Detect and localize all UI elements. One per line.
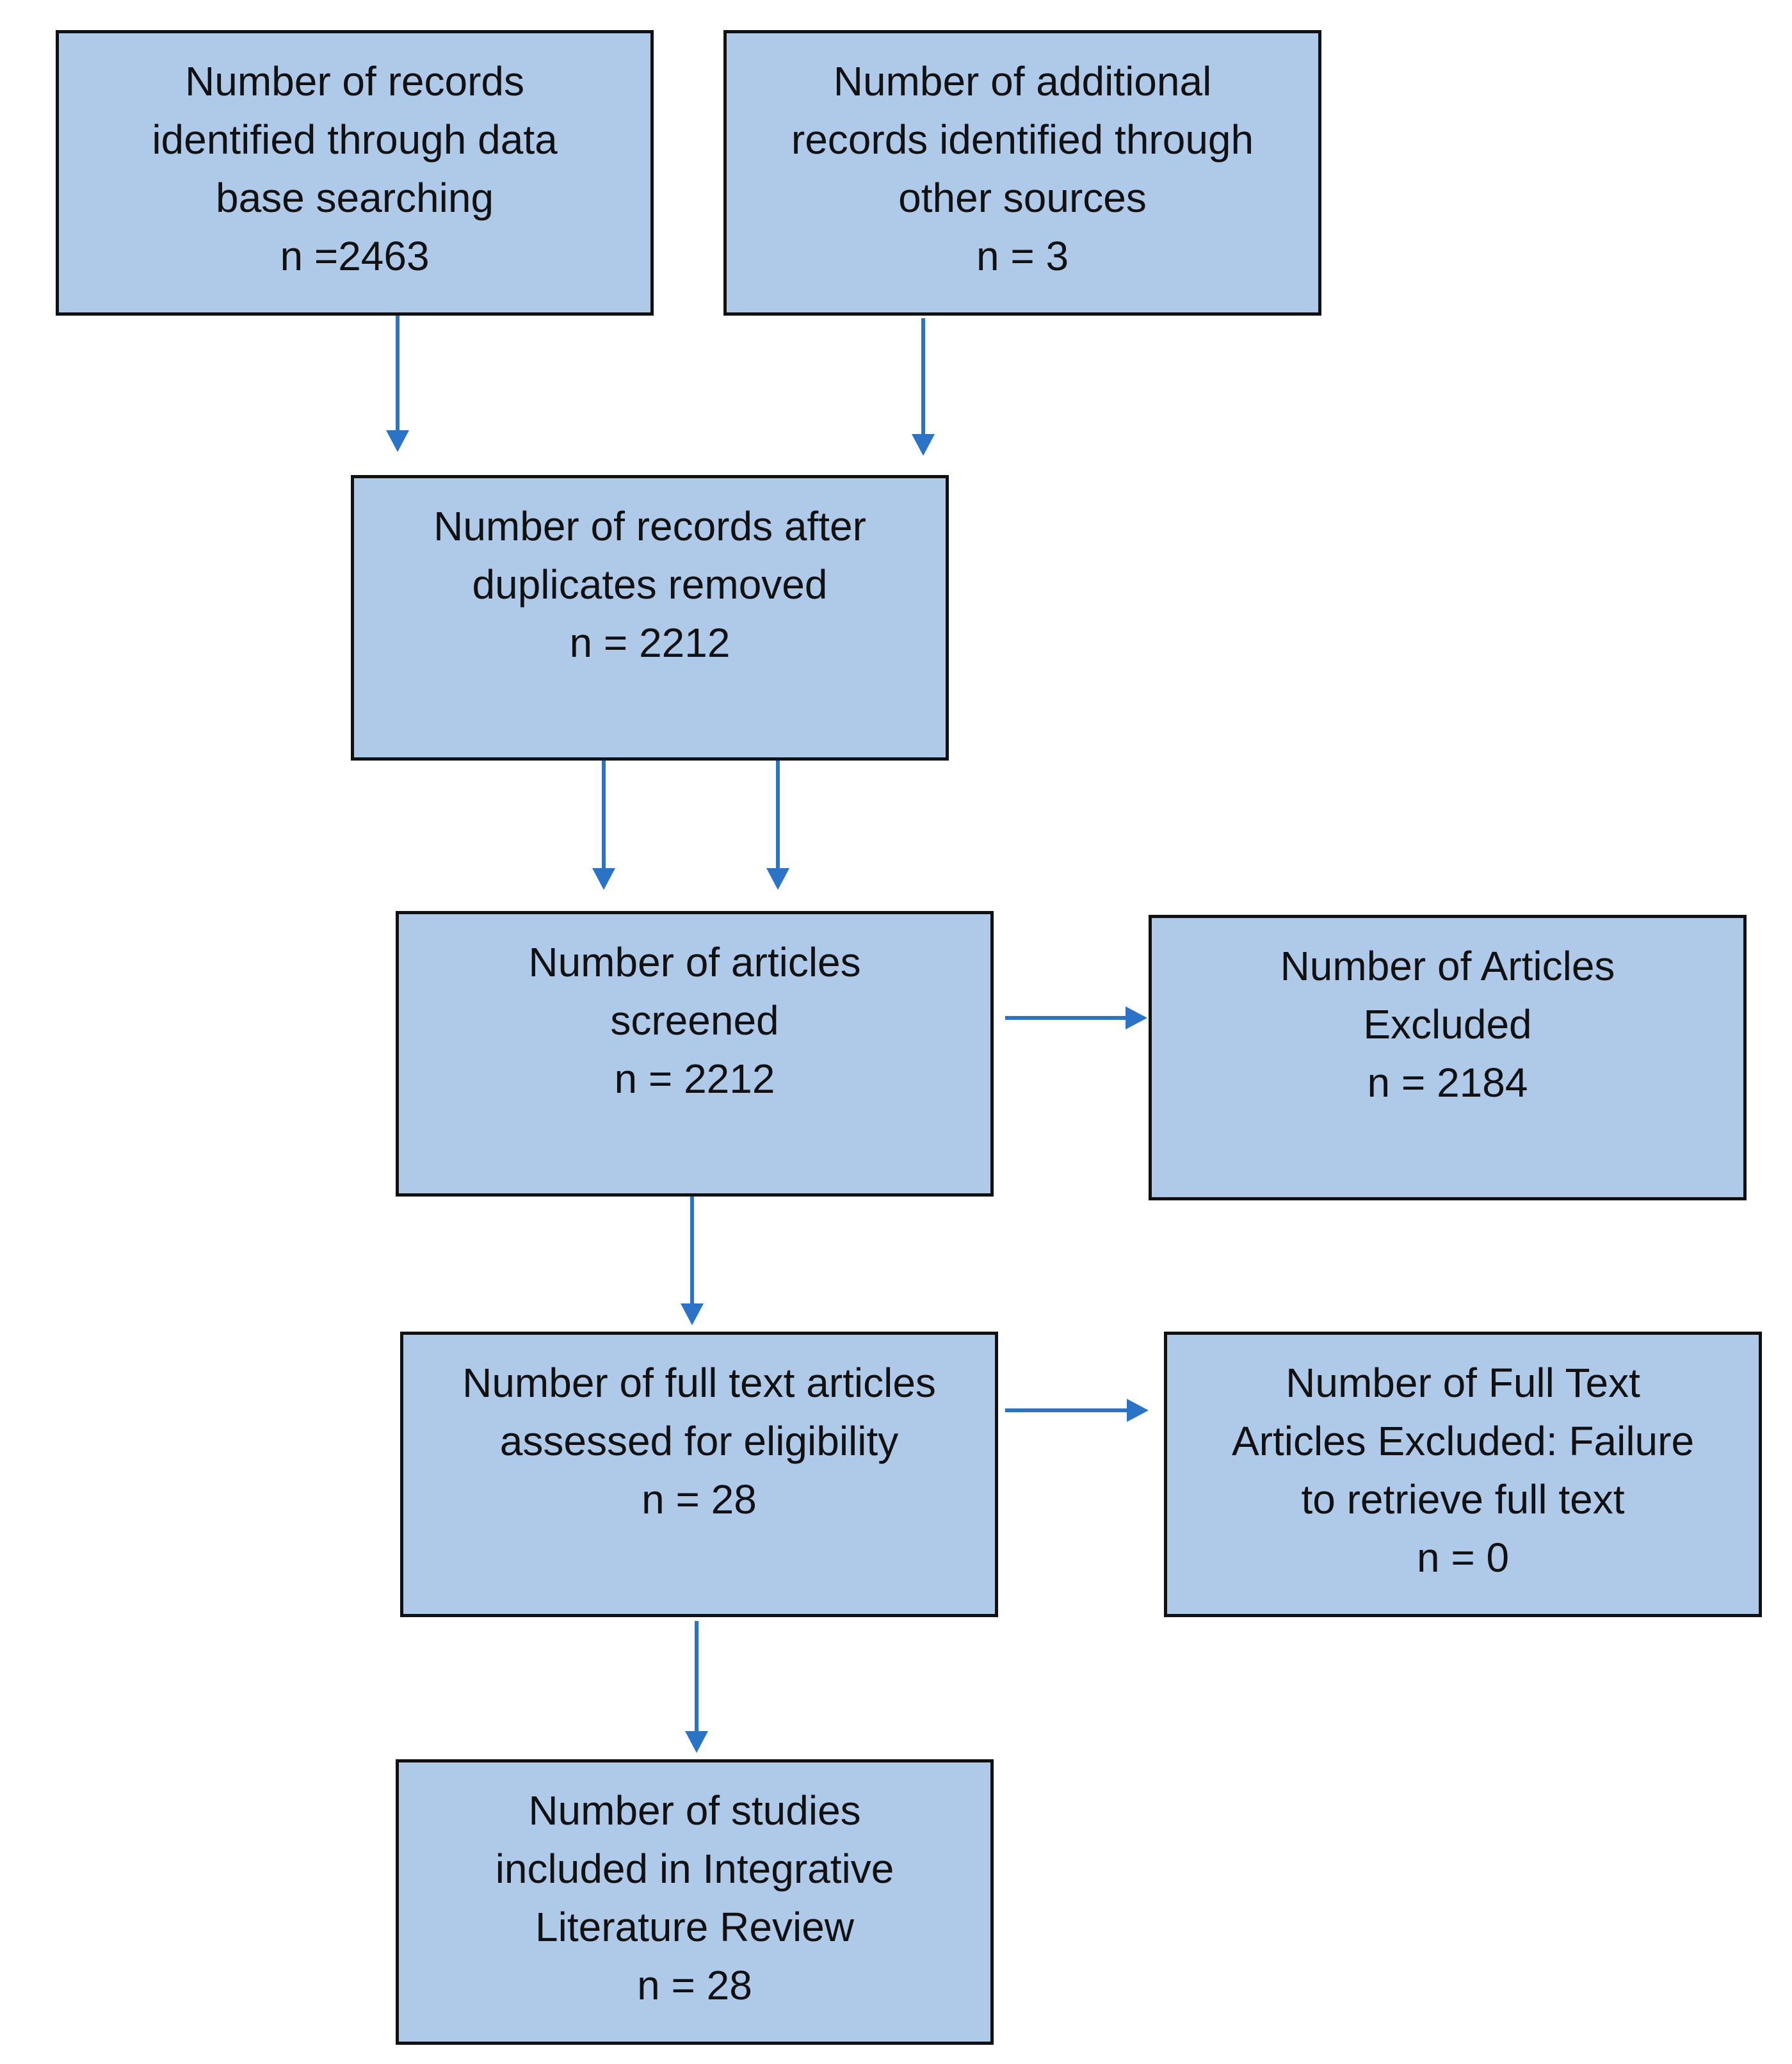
full-text-assessed-box: Number of full text articles assessed fo… [400, 1332, 998, 1617]
record-count: n = 28 [637, 1962, 752, 2008]
studies-included-box: Number of studies included in Integrativ… [396, 1759, 994, 2045]
box-line: other sources [898, 175, 1147, 221]
box-line: Number of additional [833, 58, 1212, 104]
box-line: included in Integrative [495, 1846, 894, 1892]
arrow-screened-to-full-text [681, 1195, 704, 1325]
box-line: Number of Articles [1280, 943, 1615, 989]
arrow-other-to-duplicates [912, 318, 935, 456]
record-count: n = 0 [1416, 1535, 1510, 1581]
records-after-duplicates-box: Number of records after duplicates remov… [351, 475, 949, 761]
record-count: n = 28 [642, 1476, 757, 1522]
box-line: Number of articles [528, 939, 861, 985]
box-line: Number of Full Text [1286, 1360, 1640, 1406]
arrow-full-text-to-excluded [1005, 1399, 1149, 1422]
box-line: Number of records after [433, 503, 866, 549]
box-line: to retrieve full text [1301, 1476, 1625, 1522]
box-line: assessed for eligibility [499, 1418, 899, 1464]
articles-excluded-box: Number of Articles Excluded n = 2184 [1149, 915, 1747, 1200]
box-line: Number of full text articles [462, 1360, 936, 1406]
record-count: n =2463 [280, 233, 430, 279]
box-line: Number of records [185, 58, 524, 104]
full-text-excluded-box: Number of Full Text Articles Excluded: F… [1164, 1332, 1762, 1617]
box-line: duplicates removed [472, 561, 828, 608]
box-line: Literature Review [535, 1904, 854, 1950]
record-count: n = 2184 [1367, 1060, 1528, 1106]
record-count: n = 3 [976, 233, 1069, 279]
arrow-duplicates-to-screened-right [766, 760, 789, 890]
box-line: Articles Excluded: Failure [1231, 1418, 1695, 1464]
record-count: n = 2212 [569, 620, 731, 666]
box-line: base searching [215, 175, 494, 221]
box-line: Number of studies [528, 1787, 861, 1834]
records-identified-other-sources-box: Number of additional records identified … [723, 30, 1321, 316]
box-line: screened [610, 997, 779, 1044]
articles-screened-box: Number of articles screened n = 2212 [396, 911, 994, 1197]
box-line: Excluded [1363, 1001, 1532, 1047]
record-count: n = 2212 [614, 1056, 775, 1102]
arrow-duplicates-to-screened-left [592, 760, 615, 890]
records-identified-database-box: Number of records identified through dat… [56, 30, 654, 316]
arrow-database-to-duplicates [386, 315, 409, 452]
arrow-full-text-to-included [685, 1621, 708, 1753]
box-line: identified through data [152, 117, 558, 163]
arrow-screened-to-excluded [1005, 1006, 1147, 1029]
box-line: records identified through [791, 117, 1254, 163]
